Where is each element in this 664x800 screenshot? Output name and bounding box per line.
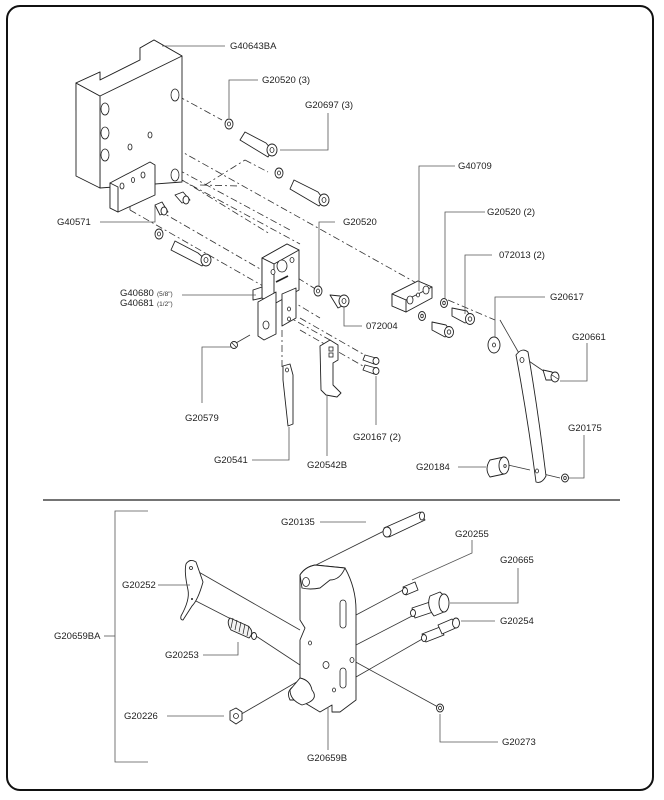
part-label-G20659BA: G20659BA (54, 631, 101, 642)
set-pin-part (402, 581, 419, 596)
part-label-G20520-3: G20520 (3) (262, 75, 310, 86)
part-label-G20697-3: G20697 (3) (305, 100, 353, 111)
slotted-screw-part (362, 354, 380, 375)
washer-part (418, 298, 448, 321)
cap-screw-part (431, 307, 475, 338)
part-label-G20661: G20661 (572, 332, 606, 343)
part-label-G20175: G20175 (568, 423, 602, 434)
part-label-G20252: G20252 (122, 580, 156, 591)
part-label-G20520-2: G20520 (2) (487, 207, 535, 218)
lower-assembly: G20135 G20255 G20665 G20252 G20659BA G20… (54, 510, 536, 764)
pin-part (382, 511, 426, 538)
lever-arm-part (515, 349, 547, 483)
part-label-G20579: G20579 (185, 413, 219, 424)
hex-nut-part (229, 707, 243, 725)
diagram-frame (6, 5, 654, 791)
washer-part (154, 118, 284, 240)
cap-screw-part (170, 131, 330, 267)
part-label-G40709: G40709 (458, 161, 492, 172)
part-label-G20184: G20184 (416, 462, 450, 473)
shoulder-screw-part (542, 369, 560, 383)
part-label-G20226: G20226 (124, 711, 158, 722)
upper-assembly: G40643BA G20520 (3) G20697 (3) G40709 G4… (57, 39, 606, 483)
adapter-part (252, 243, 300, 341)
guide-part (319, 339, 342, 398)
spring-part (227, 617, 257, 640)
small-screw-part (561, 473, 569, 483)
part-label-G20167-2: G20167 (2) (353, 432, 401, 443)
part-label-G20665: G20665 (500, 555, 534, 566)
part-label-G20542B: G20542B (307, 460, 347, 471)
cap-screw-part (329, 294, 350, 309)
leader-lines (158, 521, 519, 750)
large-washer-part (487, 336, 501, 354)
part-label-G20255: G20255 (455, 529, 489, 540)
leader-lines (100, 45, 588, 479)
trigger-housing-part (288, 564, 357, 713)
roller-part (486, 456, 510, 478)
part-label-G40643BA: G40643BA (230, 41, 277, 52)
small-screw-part (230, 341, 238, 349)
dowel-pin-part (154, 191, 191, 216)
part-label-G40680: G40680 (120, 288, 154, 299)
part-label-G20254: G20254 (500, 616, 534, 627)
washer-part (313, 285, 323, 297)
part-label-072004: 072004 (366, 321, 398, 332)
blade-part (282, 363, 294, 427)
part-label-G20659B: G20659B (307, 753, 347, 764)
knob-screw-part (410, 591, 450, 619)
part-label-G20253: G20253 (165, 650, 199, 661)
assembly-bracket (114, 510, 148, 763)
part-label-G40680-size: (5/8") (157, 291, 173, 298)
part-label-G20541: G20541 (214, 455, 248, 466)
part-label-072013-2: 072013 (2) (499, 250, 545, 261)
explode-lines (189, 529, 439, 717)
part-label-G20520: G20520 (343, 217, 377, 228)
part-label-G40681: G40681 (120, 298, 154, 309)
part-label-G20135: G20135 (281, 517, 315, 528)
clamp-block-part (391, 280, 433, 313)
part-label-G20617: G20617 (550, 292, 584, 303)
part-label-G40681-size: (1/2") (157, 301, 173, 308)
set-screw-part (436, 703, 444, 713)
part-label-G40571: G40571 (57, 217, 91, 228)
part-labels: G40643BA G20520 (3) G20697 (3) G40709 G4… (57, 41, 606, 473)
part-labels: G20135 G20255 G20665 G20252 G20659BA G20… (54, 517, 536, 764)
part-label-G20273: G20273 (502, 737, 536, 748)
mounting-block-part (75, 39, 183, 213)
shoulder-screw-part (421, 617, 460, 643)
lever-part (180, 559, 204, 621)
